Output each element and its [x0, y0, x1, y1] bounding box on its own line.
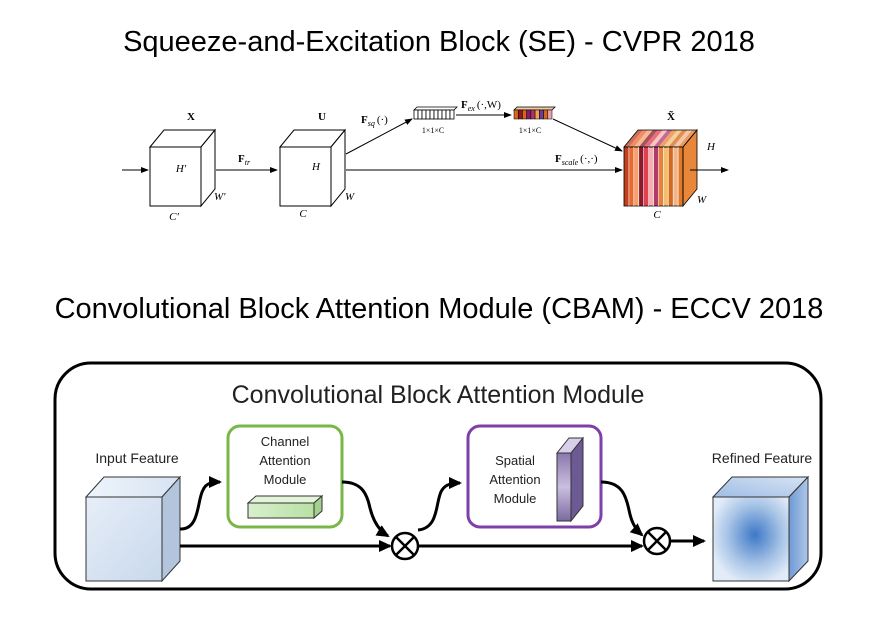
output-slice-top	[628, 130, 648, 147]
se-label-x: X	[187, 111, 195, 123]
se-cube-u	[278, 128, 347, 208]
se-label-fscale: Fscale(·,·)	[555, 153, 598, 167]
output-slice-top	[663, 130, 683, 147]
output-slice-top	[668, 130, 688, 147]
se-diagram: X H′ W′ C′ Ftr U H W C Fsq(·) 1×1×C Fex(…	[122, 99, 729, 223]
se-title: Squeeze-and-Excitation Block (SE) - CVPR…	[123, 26, 755, 58]
se-vec-size-1: 1×1×C	[422, 126, 444, 135]
squeeze-vector-cell	[437, 109, 443, 120]
output-slice-top	[658, 130, 678, 147]
cbam-input-label: Input Feature	[95, 450, 178, 466]
output-slice	[673, 147, 679, 206]
output-slice	[658, 147, 664, 206]
se-cube-x	[148, 128, 217, 208]
se-label-c: C	[299, 208, 307, 220]
cbam-channel-label-2: Attention	[259, 453, 310, 468]
se-vec-size-2: 1×1×C	[519, 126, 541, 135]
cbam-channel-label-3: Module	[264, 472, 307, 487]
squeeze-vector-cell	[421, 109, 427, 120]
se-label-out-w: W	[697, 194, 707, 206]
se-label-u: U	[318, 111, 326, 123]
squeeze-vector-cell	[433, 109, 439, 120]
excitation-vector-cell	[543, 109, 549, 120]
cbam-to-spatial-arrow	[417, 477, 462, 532]
output-slice-top	[643, 130, 663, 147]
cbam-spatial-label-2: Attention	[489, 472, 540, 487]
output-slice	[628, 147, 635, 206]
cbam-spatial-label-1: Spatial	[495, 453, 535, 468]
se-label-ftr: Ftr	[238, 153, 251, 167]
output-slice	[624, 147, 630, 206]
output-slice-top	[648, 130, 668, 147]
se-squeeze-vector	[413, 106, 458, 120]
cbam-to-channel-arrow	[179, 476, 222, 531]
output-slice-top	[673, 130, 693, 147]
excitation-vector-top	[513, 106, 556, 111]
excitation-vector-cell	[513, 109, 519, 120]
cbam-multiply-2	[642, 526, 672, 556]
squeeze-vector-cell	[449, 109, 455, 120]
se-label-x-tilde: X̃	[667, 110, 675, 123]
se-label-h: H	[311, 161, 321, 173]
squeeze-vector-cell	[445, 109, 451, 120]
cbam-channel-label-1: Channel	[261, 434, 310, 449]
excitation-vector-cell	[534, 109, 540, 120]
se-excitation-vector	[513, 106, 556, 120]
cbam-outer-box	[53, 361, 823, 591]
excitation-vector-cell	[522, 109, 527, 120]
se-label-out-c: C	[653, 209, 661, 221]
se-label-out-h: H	[706, 141, 716, 153]
excitation-vector-cell	[547, 109, 553, 120]
cbam-multiply-1	[390, 531, 420, 561]
cbam-title: Convolutional Block Attention Module (CB…	[54, 293, 824, 325]
se-label-fsq: Fsq(·)	[361, 114, 388, 128]
excitation-vector-cell	[517, 109, 523, 120]
cbam-channel-to-mult-arrow	[341, 480, 390, 538]
se-excite-to-output-arrow	[552, 118, 623, 152]
cbam-refined-label: Refined Feature	[712, 450, 813, 466]
squeeze-vector-cell	[425, 109, 431, 120]
excitation-vector-cell	[530, 109, 536, 120]
squeeze-vector-cell	[429, 109, 435, 120]
squeeze-vector-cell	[417, 109, 423, 120]
output-slice-top	[624, 130, 643, 147]
se-label-c-prime: C′	[169, 211, 179, 223]
cbam-spatial-slab	[555, 436, 585, 523]
output-slice-top	[633, 130, 653, 147]
output-slice-top	[638, 130, 658, 147]
output-slice	[638, 147, 644, 206]
output-slice	[643, 147, 649, 206]
se-label-w-prime: W′	[214, 191, 226, 203]
output-slice-top	[653, 130, 673, 147]
se-label-w: W	[345, 191, 355, 203]
output-slice-top	[678, 130, 697, 147]
cbam-input-cube	[84, 475, 182, 583]
se-output-cube	[623, 128, 698, 208]
output-slice	[633, 147, 640, 206]
output-slice	[668, 147, 674, 206]
excitation-vector-cell	[526, 109, 532, 120]
cbam-spatial-to-mult-arrow	[600, 480, 644, 537]
cbam-channel-bar	[246, 494, 324, 520]
output-slice	[678, 147, 684, 206]
output-slice	[663, 147, 669, 206]
squeeze-vector-cell	[413, 109, 419, 120]
cbam-diagram: Convolutional Block Attention Module Inp…	[53, 361, 823, 591]
cbam-box-title: Convolutional Block Attention Module	[232, 381, 645, 409]
squeeze-vector-top	[413, 106, 458, 111]
se-fsq-arrow	[345, 118, 413, 155]
se-label-h-prime: H′	[175, 163, 187, 175]
squeeze-vector-cell	[441, 109, 447, 120]
cbam-spatial-label-3: Module	[494, 491, 537, 506]
output-slice	[653, 147, 659, 206]
excitation-vector-cell	[539, 109, 544, 120]
se-label-fex: Fex(·,W)	[461, 99, 501, 113]
cbam-refined-cube	[711, 475, 810, 583]
output-slice	[648, 147, 654, 206]
